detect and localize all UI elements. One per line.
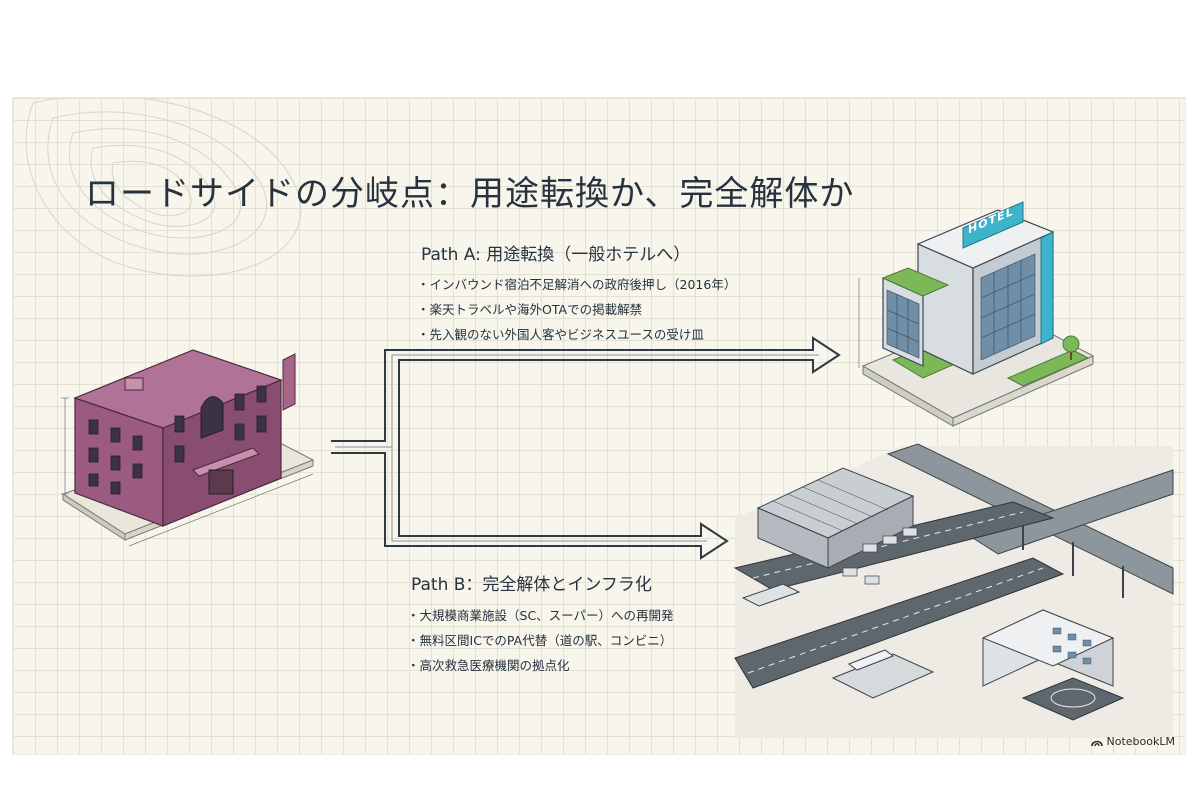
slide: ロードサイドの分岐点：用途転換か、完全解体か [12, 97, 1186, 755]
path-b-bullets: 大規模商業施設（SC、スーパー）への再開発 無料区間ICでのPA代替（道の駅、コ… [407, 605, 674, 680]
watermark-text: NotebookLM [1106, 735, 1175, 748]
path-a-bullet: 楽天トラベルや海外OTAでの掲載解禁 [417, 299, 736, 318]
branch-arrow [331, 336, 841, 560]
path-b-bullet: 大規模商業施設（SC、スーパー）への再開発 [407, 605, 674, 624]
path-b-bullet: 高次救急医療機関の拠点化 [407, 655, 674, 674]
path-a-bullets: インバウンド宿泊不足解消への政府後押し（2016年） 楽天トラベルや海外OTAで… [417, 274, 737, 349]
watermark: NotebookLM [1090, 735, 1175, 748]
city-hotel-illustration [858, 201, 1095, 427]
path-a-title: Path A: 用途転換（一般ホテルへ） [421, 245, 691, 265]
slide-title: ロードサイドの分岐点：用途転換か、完全解体か [85, 174, 855, 214]
infrastructure-illustration [733, 443, 1174, 738]
path-a-bullet: インバウンド宿泊不足解消への政府後押し（2016年） [417, 274, 737, 293]
notebooklm-logo-icon [1090, 740, 1103, 746]
path-a-bullet: 先入観のない外国人客やビジネスユースの受け皿 [417, 324, 736, 343]
path-b-title: Path B：完全解体とインフラ化 [411, 575, 652, 595]
contour-decoration [25, 98, 301, 277]
love-hotel-illustration [61, 349, 315, 547]
path-b-bullet: 無料区間ICでのPA代替（道の駅、コンビニ） [407, 630, 674, 649]
